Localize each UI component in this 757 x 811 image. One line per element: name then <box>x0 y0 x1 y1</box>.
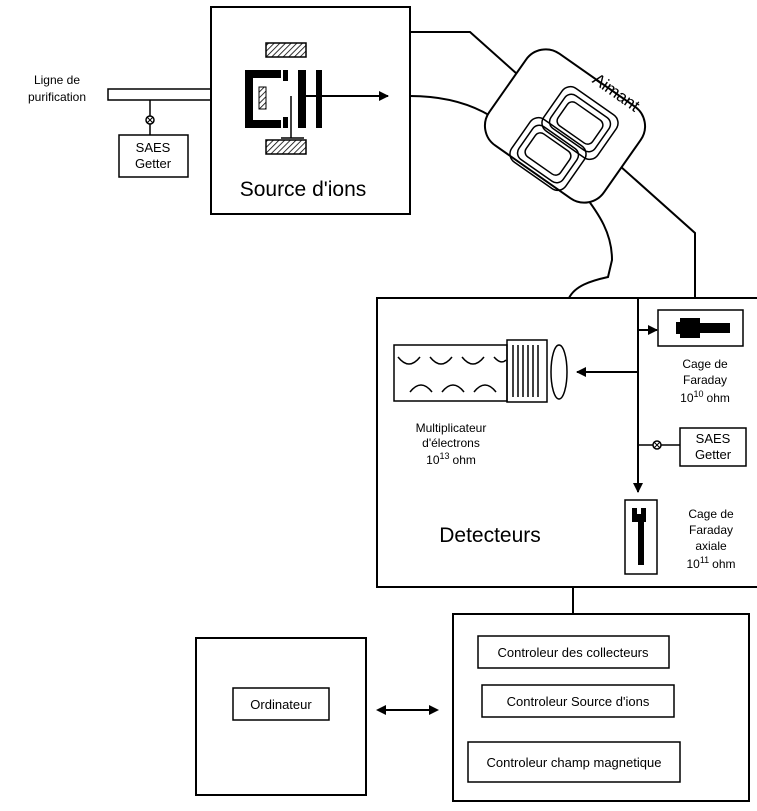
axial-faraday-cup-label-2: Faraday <box>689 523 733 537</box>
detectors-label: Detecteurs <box>439 524 541 547</box>
ion-source: Source d'ions <box>210 6 411 215</box>
controller-magnetic-field-label: Controleur champ magnetique <box>487 755 662 770</box>
purification-line-label-2: purification <box>28 90 86 104</box>
ion-source-label: Source d'ions <box>240 178 367 201</box>
detectors: Detecteurs Multiplicateur d'électrons 10… <box>376 297 757 588</box>
axial-faraday-cup-resistance-unit: ohm <box>712 557 735 571</box>
source-getter-label-1: SAES <box>136 140 171 155</box>
axial-faraday-cup-label-3: axiale <box>695 539 727 553</box>
faraday-cup-label-1: Cage de <box>682 357 728 371</box>
controller-ion-source-label: Controleur Source d'ions <box>507 694 650 709</box>
multiplier-resistance-base: 10 <box>426 453 440 467</box>
ion-source-hatch-bottom-icon <box>265 139 307 155</box>
faraday-cup-resistance-exp: 10 <box>694 389 704 399</box>
controller-collectors-label: Controleur des collecteurs <box>497 645 649 660</box>
faraday-cup-resistance-base: 10 <box>680 391 694 405</box>
purification-line: Ligne de purification <box>28 73 212 104</box>
axial-faraday-cup-resistance-base: 10 <box>686 557 700 571</box>
axial-faraday-cup-resistance-exp: 11 <box>700 555 709 565</box>
multiplier-resistance-exp: 13 <box>440 451 450 461</box>
magnet-coil-lower-icon <box>509 116 587 192</box>
controllers: Controleur des collecteurs Controleur So… <box>452 613 750 802</box>
faraday-cup-icon <box>657 309 744 347</box>
computer: Ordinateur <box>195 637 367 796</box>
detector-getter-label-1: SAES <box>696 431 731 446</box>
controller-ion-source <box>481 684 675 718</box>
multiplier-label-2: d'électrons <box>422 436 480 450</box>
faraday-cup-resistance-unit: ohm <box>707 391 730 405</box>
magnet-coil-upper-icon <box>541 85 619 161</box>
axial-faraday-cup-label-1: Cage de <box>688 507 734 521</box>
detector-getter-label-2: Getter <box>695 447 732 462</box>
controller-magnetic-field <box>467 741 681 783</box>
computer-controllers-link <box>376 705 439 715</box>
axial-faraday-cup-icon <box>624 499 658 575</box>
controller-collectors <box>477 635 670 669</box>
ion-source-bracket-icon <box>245 70 281 128</box>
source-getter: SAES Getter <box>118 100 189 178</box>
computer-label: Ordinateur <box>250 697 312 712</box>
magnet: Aimant <box>483 48 647 204</box>
source-getter-label-2: Getter <box>135 156 172 171</box>
ion-source-hatch-top-icon <box>265 42 307 58</box>
multiplier-label-1: Multiplicateur <box>416 421 487 435</box>
electron-multiplier-icon <box>393 339 568 403</box>
faraday-cup-label-2: Faraday <box>683 373 727 387</box>
detector-getter: SAES Getter <box>638 427 747 467</box>
purification-line-label-1: Ligne de <box>34 73 80 87</box>
multiplier-resistance-unit: ohm <box>453 453 476 467</box>
